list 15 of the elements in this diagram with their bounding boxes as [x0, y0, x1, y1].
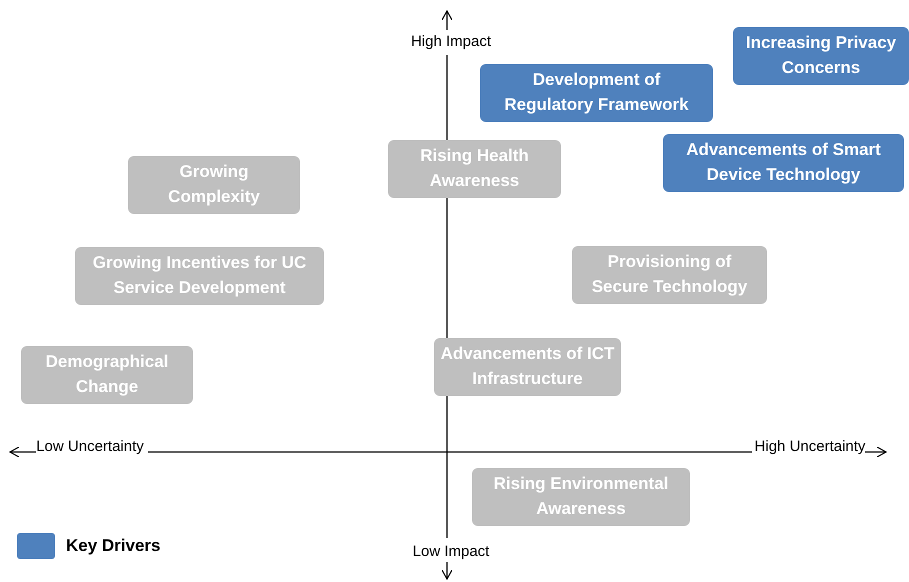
driver-box: Growing Complexity: [128, 156, 300, 214]
key-driver-box: Increasing Privacy Concerns: [733, 27, 909, 85]
key-driver-box: Advancements of Smart Device Technology: [663, 134, 904, 192]
key-driver-box: Development of Regulatory Framework: [480, 64, 713, 122]
high-impact-label: High Impact: [410, 32, 492, 52]
driver-box: Rising Health Awareness: [388, 140, 561, 198]
legend-label: Key Drivers: [66, 536, 161, 556]
driver-box: Advancements of ICT Infrastructure: [434, 338, 621, 396]
driver-box: Growing Incentives for UC Service Development: [75, 247, 324, 305]
driver-box: Rising Environmental Awareness: [472, 468, 690, 526]
high-uncertainty-label: High Uncertainty: [754, 437, 866, 457]
driver-box: Demographical Change: [21, 346, 193, 404]
low-uncertainty-label: Low Uncertainty: [35, 437, 145, 457]
low-impact-label: Low Impact: [412, 542, 490, 562]
driver-box: Provisioning of Secure Technology: [572, 246, 767, 304]
